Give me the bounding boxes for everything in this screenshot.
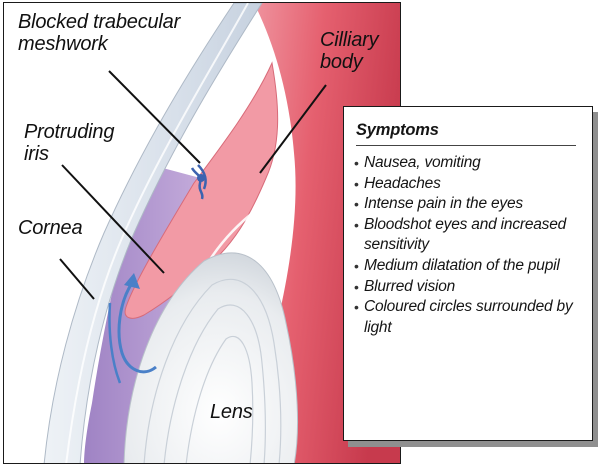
symptoms-list: •Nausea, vomiting •Headaches •Intense pa… (344, 153, 592, 338)
symptom-item: •Medium dilatation of the pupil (354, 256, 582, 277)
label-ciliary-body: Cilliary body (320, 29, 378, 73)
eye-cross-section: Blocked trabecular meshwork Cilliary bod… (3, 2, 401, 464)
symptoms-title: Symptoms (356, 121, 576, 146)
symptom-item: •Coloured circles surrounded by light (354, 297, 582, 338)
label-protruding-iris: Protruding iris (24, 121, 114, 165)
symptom-item: •Intense pain in the eyes (354, 194, 582, 215)
label-lens: Lens (210, 401, 253, 423)
symptom-item: •Nausea, vomiting (354, 153, 582, 174)
symptom-item: •Headaches (354, 174, 582, 195)
label-trabecular-meshwork: Blocked trabecular meshwork (18, 11, 180, 55)
symptom-item: •Bloodshot eyes and increased sensitivit… (354, 215, 582, 256)
label-cornea: Cornea (18, 217, 82, 239)
symptoms-box: Symptoms •Nausea, vomiting •Headaches •I… (343, 106, 593, 441)
symptom-item: •Blurred vision (354, 277, 582, 298)
